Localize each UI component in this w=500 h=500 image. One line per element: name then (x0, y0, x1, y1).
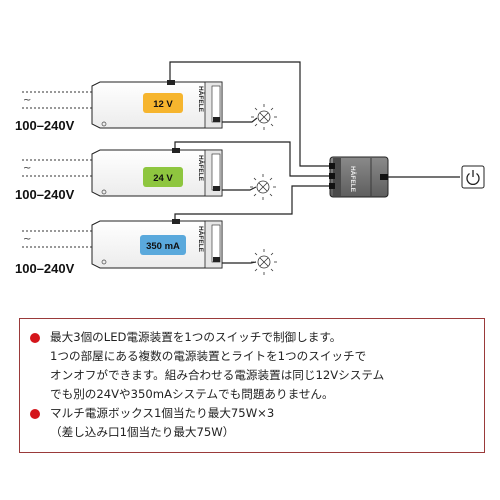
driver-type-label: 350 mA (146, 241, 180, 252)
driver-type-label: 12 V (153, 99, 173, 110)
led-driver-12v: 12 V HÄFELE (91, 80, 223, 129)
input-voltage-label-3: 100–240V (15, 261, 75, 276)
power-switch-icon (461, 165, 485, 189)
wiring-diagram: ~ 100–240V ~ 100–240V ~ 100–240V 12 V HÄ… (15, 61, 485, 276)
lamp-icon (251, 104, 277, 130)
brand-logo: HÄFELE (197, 86, 205, 113)
driver-type-badge (140, 235, 186, 255)
brand-logo: HÄFELE (197, 155, 205, 182)
led-driver-24v: 24 V HÄFELE (91, 148, 223, 197)
ac-symbol-icon: ~ (23, 163, 31, 174)
lamp-icon (251, 249, 277, 275)
note-2-line-2: （差し込み口1個当たり最大75W） (50, 425, 235, 439)
input-voltage-label-2: 100–240V (15, 187, 75, 202)
mains-input-2 (22, 159, 92, 177)
note-1-line-2: 1つの部屋にある複数の電源装置とライトを1つのスイッチで (50, 349, 367, 363)
lamp-icon (250, 174, 276, 200)
input-voltage-label-1: 100–240V (15, 118, 75, 133)
ac-symbol-icon: ~ (23, 95, 31, 106)
note-1-line-3: オンオフができます。組み合わせる電源装置は同じ12Vシステム (50, 368, 385, 382)
brand-logo: HÄFELE (349, 166, 357, 193)
multi-power-distributor: HÄFELE (329, 156, 389, 198)
driver-type-badge (143, 93, 183, 113)
led-driver-350ma: 350 mA HÄFELE (91, 219, 223, 269)
note-2-line-1: マルチ電源ボックス1個当たり最大75W×3 (50, 406, 275, 420)
driver-type-label: 24 V (153, 173, 173, 184)
brand-logo: HÄFELE (197, 226, 205, 253)
mains-input-3 (22, 230, 92, 248)
ac-symbol-icon: ~ (23, 234, 31, 245)
lamp-wires (222, 117, 258, 264)
note-1-line-1: 最大3個のLED電源装置を1つのスイッチで制御します。 (50, 330, 342, 344)
notes-box: 最大3個のLED電源装置を1つのスイッチで制御します。 1つの部屋にある複数の電… (19, 318, 485, 453)
mains-input-1 (22, 91, 92, 109)
bullet-icon (30, 409, 40, 419)
driver-type-badge (143, 167, 183, 187)
bullet-icon (30, 333, 40, 343)
control-wires (169, 61, 460, 222)
note-1-line-4: でも別の24Vや350mAシステムでも問題ありません。 (50, 387, 334, 401)
